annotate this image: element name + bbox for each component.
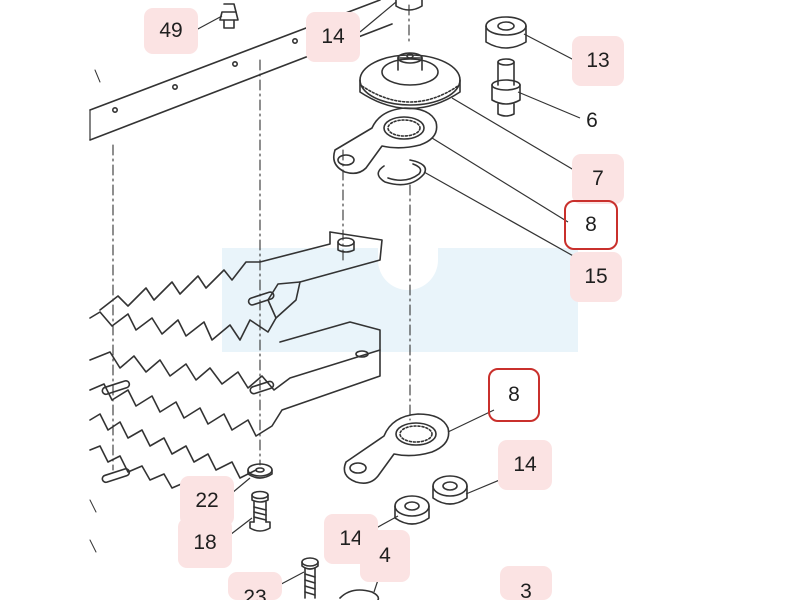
callout-7-label: 7 [592,167,604,190]
callout-23-label: 23 [243,586,267,600]
callout-4: 4 [360,530,410,582]
callout-14-right-label: 14 [513,453,537,476]
callout-14-right: 14 [498,440,552,490]
circlip-15-shape [377,159,427,186]
shaft-6-shape [491,58,521,117]
callout-8-upper: 8 [564,200,618,250]
screw-23-shape [301,557,319,599]
callout-22: 22 [180,476,234,526]
callout-7: 7 [572,154,624,204]
callout-8-lower-label: 8 [508,383,520,406]
callout-18: 18 [178,518,232,568]
leader-lines [195,1,585,593]
conrod-8-upper-shape [332,107,438,175]
callout-49-label: 49 [159,19,183,42]
washer-22-shape [247,463,273,479]
callout-6-label: 6 [586,109,598,132]
callout-14-top: 14 [306,12,360,62]
bearing-14-top-shape [395,0,423,11]
callout-3: 3 [500,566,552,600]
lower-blade-shape [89,321,381,553]
callout-13: 13 [572,36,624,86]
callout-8-upper-label: 8 [585,213,597,236]
callout-3-label: 3 [520,580,532,600]
conrod-8-lower-shape [343,413,450,484]
part-4-shape [339,589,380,600]
callout-13-label: 13 [586,49,610,72]
callout-23: 23 [228,572,282,600]
callout-14-lower-label: 14 [339,527,363,550]
gear-7-shape [359,52,461,110]
callout-8-lower: 8 [488,368,540,422]
callout-22-label: 22 [195,489,219,512]
callout-4-label: 4 [379,544,391,567]
callout-15-label: 15 [584,265,608,288]
callout-6: 6 [572,98,612,144]
bolt-18-shape [249,490,271,532]
bearing-14-lower-shape [394,475,468,525]
callout-15: 15 [570,252,622,302]
callout-18-label: 18 [193,531,217,554]
callout-14-top-label: 14 [321,25,345,48]
bolt-49-shape [219,3,239,29]
upper-blade-shape [89,231,383,341]
callout-49: 49 [144,8,198,54]
bearing-13-shape [485,16,527,49]
